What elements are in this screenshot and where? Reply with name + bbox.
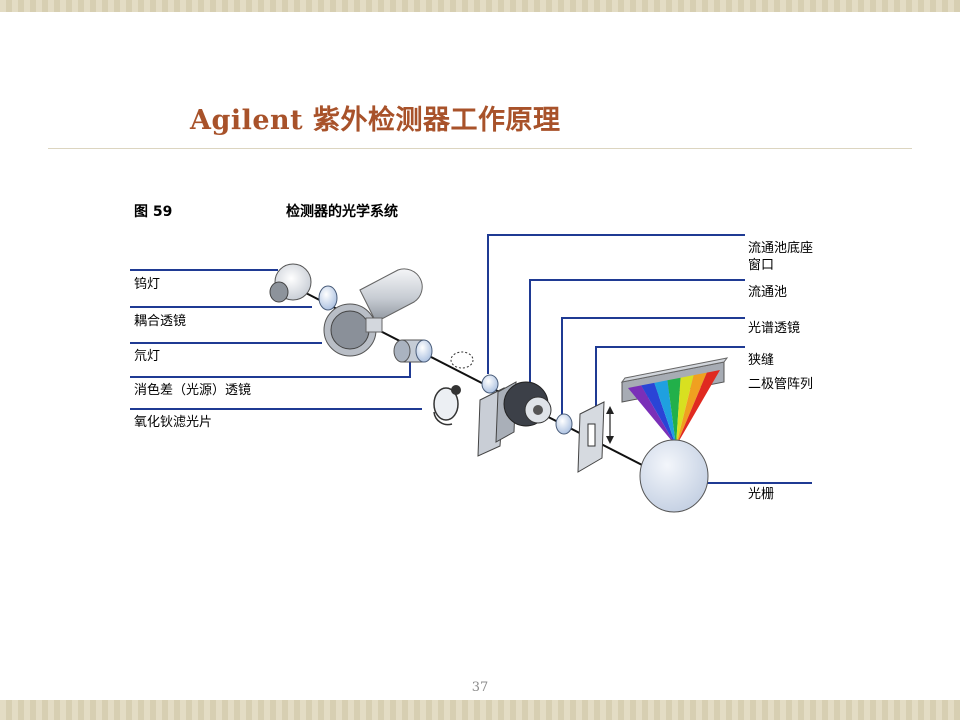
label-flow-cell-window-line2: 窗口 bbox=[748, 258, 775, 273]
tungsten-lamp bbox=[269, 263, 312, 303]
label-tungsten-lamp: 钨灯 bbox=[134, 277, 161, 292]
spectrum-band bbox=[667, 377, 681, 446]
slide-title: Agilent 紫外检测器工作原理 bbox=[190, 105, 561, 136]
coupling-lens bbox=[318, 285, 338, 311]
holmium-oxide-filter bbox=[433, 351, 474, 426]
spectrum-band bbox=[676, 375, 694, 446]
spectrum-band bbox=[628, 385, 676, 446]
spectrum-band bbox=[641, 382, 676, 446]
label-holmium-filter: 氧化钬滤光片 bbox=[134, 415, 213, 430]
spectrum-band bbox=[654, 380, 676, 446]
top-decorative-band bbox=[0, 0, 960, 12]
label-slit: 狭缝 bbox=[748, 353, 775, 368]
leader-lines-left bbox=[130, 269, 422, 410]
spectrum-fan bbox=[628, 370, 720, 446]
achromat-lens bbox=[393, 339, 433, 363]
title-divider bbox=[48, 148, 912, 149]
label-diode-array: 二极管阵列 bbox=[748, 377, 814, 392]
slit-assembly bbox=[577, 401, 614, 473]
spectrograph-lens bbox=[555, 413, 573, 435]
label-spectrograph-lens: 光谱透镜 bbox=[748, 321, 801, 336]
label-achromat-lens: 消色差（光源）透镜 bbox=[134, 383, 252, 398]
label-flow-cell: 流通池 bbox=[748, 285, 788, 300]
figure-number: 图 59 bbox=[134, 204, 173, 220]
flow-cell bbox=[477, 381, 552, 457]
label-flow-cell-window-line1: 流通池底座 bbox=[748, 241, 814, 256]
grating bbox=[639, 439, 709, 513]
flow-cell-window bbox=[481, 374, 499, 394]
deuterium-lamp bbox=[323, 268, 423, 357]
spectrum-band bbox=[676, 370, 720, 446]
figure-caption: 检测器的光学系统 bbox=[286, 204, 398, 220]
bottom-decorative-band bbox=[0, 700, 960, 720]
spectrum-band bbox=[676, 372, 707, 446]
label-coupling-lens: 耦合透镜 bbox=[134, 314, 187, 329]
label-grating: 光栅 bbox=[748, 487, 775, 502]
page-number: 37 bbox=[471, 680, 489, 695]
leader-lines-right bbox=[487, 234, 812, 484]
label-deuterium-lamp: 氘灯 bbox=[134, 349, 161, 364]
